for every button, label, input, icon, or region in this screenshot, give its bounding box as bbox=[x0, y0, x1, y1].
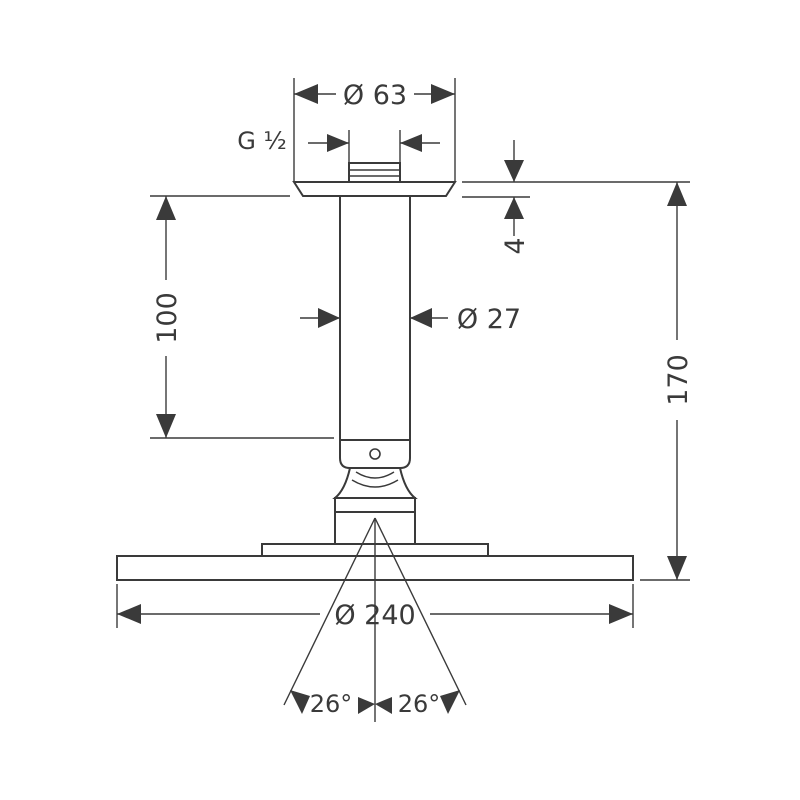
dimension-overall-height: 170 bbox=[640, 182, 694, 581]
label-flange-gap: 4 bbox=[500, 237, 531, 254]
dimension-arm-length: 100 bbox=[150, 195, 334, 439]
dimension-thread: G ½ bbox=[237, 127, 440, 163]
label-tilt-right: 26° bbox=[398, 690, 441, 718]
label-flange-diameter: Ø 63 bbox=[343, 80, 407, 111]
dimension-flange-gap: 4 bbox=[462, 140, 690, 255]
spray-angle: 26° 26° bbox=[283, 517, 467, 722]
swivel-joint bbox=[332, 439, 418, 545]
label-arm-diameter: Ø 27 bbox=[457, 304, 521, 335]
dimension-arm-diameter: Ø 27 bbox=[300, 304, 521, 335]
shower-arm bbox=[339, 196, 411, 440]
label-arm-length: 100 bbox=[152, 292, 183, 344]
label-thread: G ½ bbox=[237, 127, 287, 155]
label-tilt-left: 26° bbox=[310, 690, 353, 718]
ceiling-flange bbox=[292, 162, 457, 197]
dimension-flange-diameter: Ø 63 bbox=[293, 78, 456, 182]
label-overall-height: 170 bbox=[663, 354, 694, 406]
